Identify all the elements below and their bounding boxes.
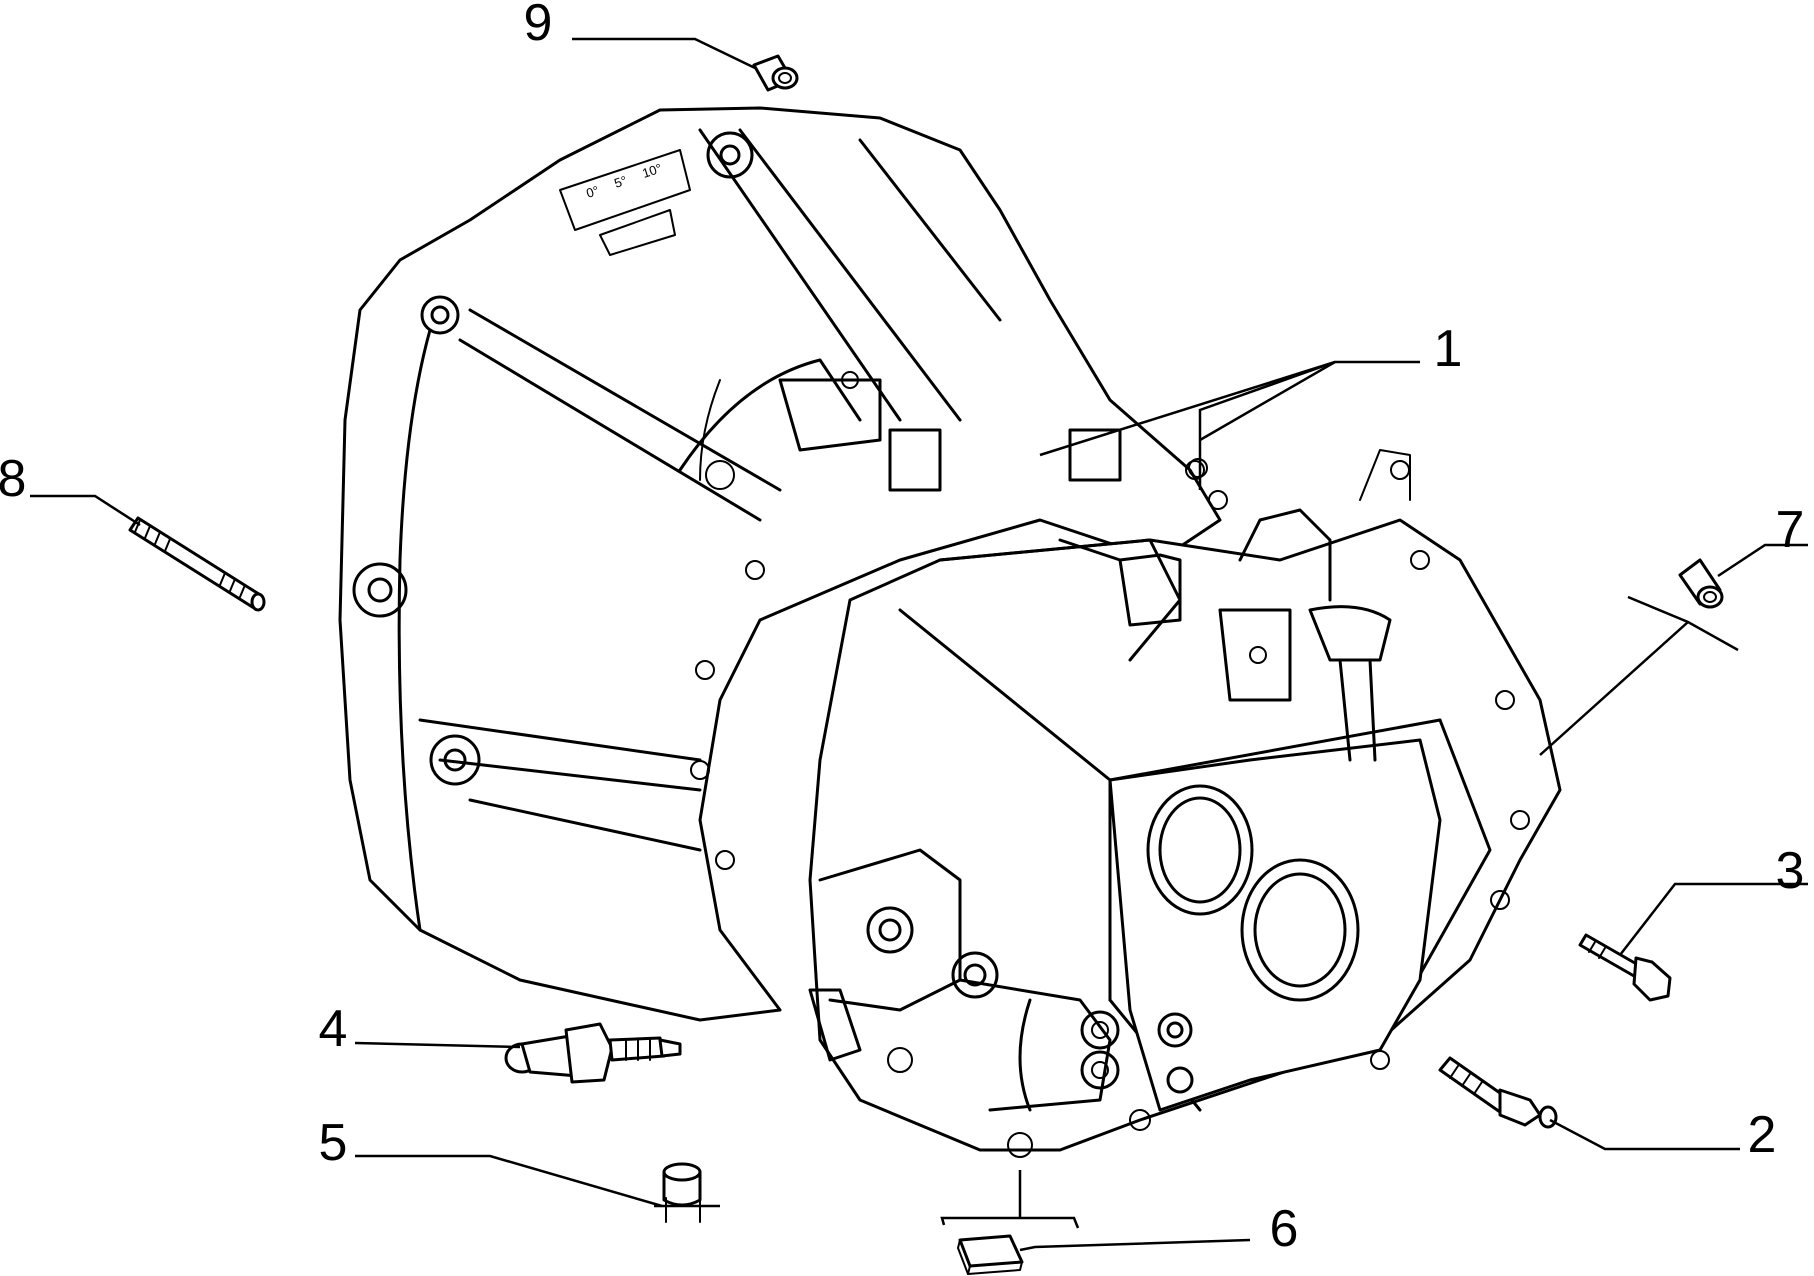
callout-7: 7 <box>1776 501 1805 559</box>
leader-lines <box>30 37 1808 1252</box>
callout-8: 8 <box>0 450 26 508</box>
scale-label-5: 5° <box>612 173 628 191</box>
timing-scale: 0° 5° 10° <box>584 161 663 201</box>
flange-holes <box>690 460 1530 1070</box>
callout-4: 4 <box>319 1000 348 1058</box>
part-2-plug <box>1438 1056 1558 1129</box>
callout-6: 6 <box>1270 1200 1299 1258</box>
part-5-cap <box>654 1162 720 1223</box>
callout-9: 9 <box>524 0 553 52</box>
part-4-switch <box>504 1022 682 1084</box>
part-9-dowel-bush <box>752 54 799 92</box>
callout-1: 1 <box>1434 320 1463 378</box>
scale-label-10: 10° <box>640 161 663 181</box>
part-7-dowel-bush <box>1678 558 1724 609</box>
part-8-stud-bolt <box>128 516 266 612</box>
part-3-hex-bolt <box>1578 933 1672 1002</box>
callout-3: 3 <box>1776 842 1805 900</box>
part-6-pad <box>957 1234 1024 1275</box>
bell-housing <box>338 106 1228 1022</box>
callout-5: 5 <box>319 1114 348 1172</box>
gearbox-casing <box>808 449 1562 1158</box>
callout-2: 2 <box>1748 1106 1777 1164</box>
scale-label-0: 0° <box>584 183 600 201</box>
